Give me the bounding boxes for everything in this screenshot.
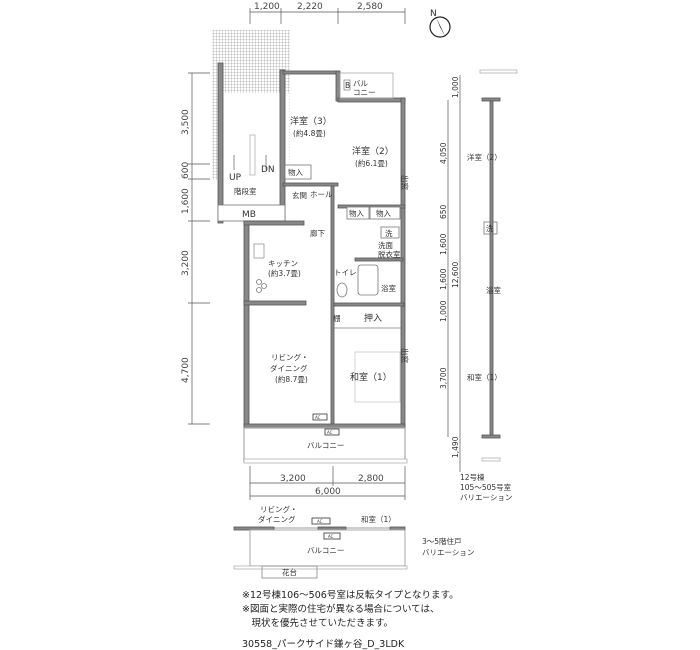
small-balcony-b: B (345, 81, 350, 90)
footer-label: 30558_パークサイド鎌ヶ谷_D_3LDK (242, 638, 405, 650)
toilet-icon (336, 282, 348, 298)
shelf-label: 棚 (333, 313, 341, 323)
stair-dn-label: DN (261, 165, 275, 175)
hall-label: ホール (310, 190, 333, 199)
var-bottom-living-2: ダイニング (258, 514, 296, 524)
corridor-label: 廊下 (310, 228, 325, 238)
var-bottom-ac-2: AC (328, 534, 334, 539)
dim-bottom-2: 2,800 (358, 474, 384, 484)
small-balcony-line2: コニー (353, 88, 376, 97)
dim-left-3: 1,600 (181, 188, 191, 214)
mb-label: MB (242, 210, 256, 220)
dim-left-5: 4,700 (181, 357, 191, 383)
var-bottom-living-1: リビング・ (260, 504, 298, 514)
var-right-dim-6: 1,000 (439, 300, 448, 322)
bay-window-label-1: 出窓 (400, 175, 410, 190)
kitchen-size: (約3.7畳) (268, 268, 301, 278)
dim-bottom-total: 6,000 (315, 487, 341, 497)
small-balcony-line1: バル (353, 79, 368, 88)
room-western2-size: (約6.1畳) (355, 158, 388, 168)
var-right-western2: 洋室（2） (467, 152, 502, 162)
toilet-label: トイレ (334, 268, 357, 277)
var-right-caption-3: バリエーション (460, 493, 512, 502)
var-right-caption-2: 105～505号室 (460, 482, 512, 492)
storage3-label: 物入 (376, 208, 391, 218)
washroom-line2: 脱衣室 (378, 249, 401, 259)
var-right-japanese1: 和室（1） (467, 372, 502, 382)
note-3: 現状を優先させていただきます。 (242, 617, 393, 629)
top-dimensions: 1,200 2,220 2,580 (249, 2, 406, 24)
note-1: ※12号棟106～506号室は反転タイプとなります。 (242, 589, 459, 601)
storage-label: 物入 (288, 167, 303, 177)
var-right-caption-1: 12号棟 (460, 472, 485, 482)
var-bottom-japanese1: 和室（1） (361, 514, 396, 524)
ac-label-2: AC (327, 430, 333, 435)
room-western2-name: 洋室（2） (352, 145, 394, 157)
dim-top-2: 2,220 (297, 2, 323, 12)
living-size: (約8.7畳) (275, 374, 308, 384)
kitchen-name: キッチン (268, 259, 298, 268)
north-compass-icon: N (429, 9, 451, 38)
var-right-dim-4: 1,600 (439, 233, 448, 255)
room-western3-size: (約4.8畳) (293, 128, 326, 138)
var-right-dim-3: 650 (439, 204, 448, 219)
var-right-basin: 洗 (486, 223, 494, 233)
var-right-bath: 浴室 (486, 285, 501, 295)
var-bottom-ac-1: AC (317, 519, 323, 524)
compass-label: N (430, 9, 437, 19)
dim-left-4: 3,200 (181, 250, 191, 276)
var-right-dim-1: 1,000 (451, 76, 460, 98)
var-right-dim-8: 1,490 (451, 436, 460, 458)
dim-top-3: 2,580 (357, 2, 383, 12)
right-variation: 洗 洋室（2） 浴室 和室（1） 1,000 4,050 650 1,600 1… (439, 69, 518, 502)
living-line1: リビング・ (271, 352, 309, 362)
bathtub-icon (357, 264, 379, 296)
stair-area: UP DN 階段室 MB (212, 30, 290, 224)
balcony-label: バルコニー (307, 441, 344, 450)
left-dimensions: 3,500 600 1,600 3,200 4,700 (181, 72, 210, 425)
var-bottom-balcony: バルコニー (307, 546, 344, 555)
bottom-dimensions: 3,200 2,800 6,000 (249, 466, 406, 500)
var-bottom-caption-1: 3～5階住戸 (422, 536, 462, 546)
main-walls (243, 70, 408, 464)
var-bottom-caption-2: バリエーション (422, 548, 474, 557)
bottom-variation: リビング・ ダイニング 和室（1） AC AC バルコニー 花台 3～5階住戸 … (233, 504, 474, 579)
stair-room-label: 階段室 (234, 186, 257, 196)
washroom-line1: 洗面 (378, 240, 393, 250)
var-right-total: 12,600 (451, 262, 460, 288)
note-2: ※図面と実際の住宅が異なる場合については、 (242, 603, 440, 615)
bath-label: 浴室 (381, 283, 396, 293)
var-bottom-planter: 花台 (282, 567, 297, 577)
stove-icon (256, 279, 267, 293)
dim-bottom-1: 3,200 (280, 474, 306, 484)
var-right-dim-2: 4,050 (439, 142, 448, 164)
closet-label: 押入 (364, 312, 382, 324)
room-western3-name: 洋室（3） (290, 115, 332, 127)
bay-window-label-2: 出窓 (400, 348, 410, 363)
storage2-label: 物入 (349, 208, 364, 218)
washbasin-label: 洗 (385, 228, 393, 238)
stair-up-label: UP (229, 173, 242, 183)
japanese1-name: 和室（1） (350, 371, 392, 383)
dim-left-2: 600 (181, 162, 191, 179)
var-right-dim-5: 1,600 (439, 268, 448, 290)
var-right-dim-7: 3,700 (439, 367, 448, 389)
dim-left-1: 3,500 (181, 109, 191, 135)
ac-label-1: AC (315, 415, 321, 420)
living-line2: ダイニング (270, 363, 308, 373)
dim-top-1: 1,200 (254, 2, 280, 12)
entrance-label: 玄関 (292, 190, 307, 200)
